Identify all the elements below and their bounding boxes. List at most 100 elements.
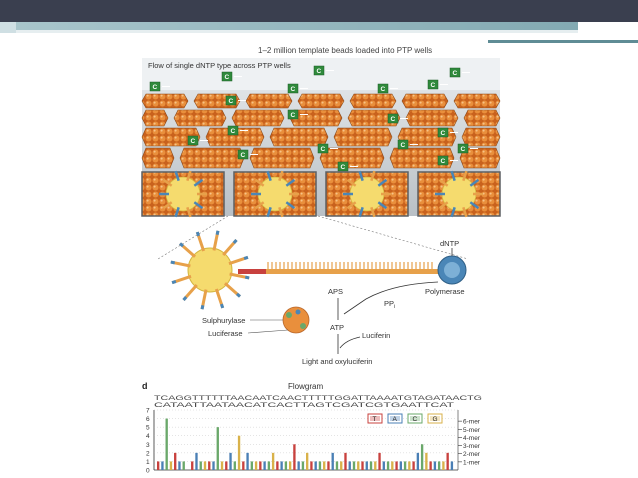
flowgram-bar xyxy=(420,444,424,470)
polymerase-label: Polymerase xyxy=(425,287,465,296)
ptp-well xyxy=(453,93,501,109)
cross-section-well xyxy=(233,170,317,218)
nucleotide-c: C xyxy=(387,113,408,124)
atp-label: ATP xyxy=(330,323,344,332)
flowgram-bar xyxy=(412,461,415,470)
nucleotide-c: C xyxy=(397,139,418,150)
flowgram-bar xyxy=(157,461,160,470)
flowgram-bar xyxy=(254,461,258,470)
panel-letter: d xyxy=(142,381,148,391)
flowgram-bar xyxy=(331,452,334,470)
dntp-label: dNTP xyxy=(440,239,459,248)
zoom-line-left xyxy=(157,215,229,260)
mer-label: 1-mer xyxy=(463,459,481,466)
enzyme-bead xyxy=(282,306,310,334)
ptp-well xyxy=(269,127,329,147)
flowgram-y-tick: 2 xyxy=(146,450,150,457)
svg-text:C: C xyxy=(431,82,436,89)
flowgram-bar xyxy=(208,461,211,470)
flowgram-bar xyxy=(242,461,245,470)
flowgram-bar xyxy=(374,461,377,470)
flowgram-y-tick: 6 xyxy=(146,416,150,423)
ptp-well xyxy=(141,93,189,109)
flow-label: Flow of single dNTP type across PTP well… xyxy=(148,61,291,70)
nucleotide-c: C xyxy=(225,95,246,106)
ptp-well xyxy=(463,109,501,127)
nucleotide-c: C xyxy=(237,149,258,160)
svg-text:C: C xyxy=(381,86,386,93)
ppi-path xyxy=(343,281,439,315)
flowgram-y-tick: 5 xyxy=(146,425,150,432)
legend-swatch xyxy=(387,413,403,424)
flowgram-bar xyxy=(259,461,262,470)
ptp-well xyxy=(231,109,285,127)
template-start xyxy=(238,269,266,274)
flowgram-bar xyxy=(378,452,381,470)
flowgram-bar xyxy=(293,444,296,470)
flowgram-bar xyxy=(250,461,253,470)
flowgram-bar xyxy=(369,461,373,470)
flowgram-bar xyxy=(391,461,394,470)
legend-label: G xyxy=(433,416,438,423)
ptp-well xyxy=(141,147,175,169)
flowgram-bar xyxy=(437,461,441,470)
flowgram-bar xyxy=(310,461,313,470)
flowgram-bar xyxy=(344,452,347,470)
svg-text:C: C xyxy=(225,74,230,81)
luciferin-label: Luciferin xyxy=(362,331,390,340)
flowgram-bar xyxy=(225,461,228,470)
flowgram-bar xyxy=(323,461,326,470)
nucleotide-c: C xyxy=(287,109,308,120)
svg-text:C: C xyxy=(461,146,466,153)
mer-label: 3-mer xyxy=(463,443,481,450)
flowgram-bar xyxy=(280,461,283,470)
svg-text:C: C xyxy=(441,130,446,137)
flowgram-bar xyxy=(318,461,322,470)
nucleotide-c: C xyxy=(287,83,308,94)
nucleotide-c: C xyxy=(187,135,208,146)
header-tab xyxy=(0,22,16,33)
ptp-well xyxy=(249,147,315,169)
flowgram-bar xyxy=(395,461,398,470)
svg-text:C: C xyxy=(391,116,396,123)
flowgram-bar xyxy=(348,461,351,470)
flow-channel xyxy=(142,58,500,94)
ptp-well xyxy=(173,109,227,127)
ptp-well xyxy=(459,147,501,169)
mer-label: 2-mer xyxy=(463,451,481,458)
sequence-line-1: TCAGGTTTTTTAACAATCAACTTTTTGGATTAAAATGTAG… xyxy=(154,395,482,402)
flowgram-bar xyxy=(191,461,194,470)
light-label: Light and oxyluciferin xyxy=(302,357,372,366)
ptp-well xyxy=(405,109,459,127)
zoom-line-right xyxy=(317,215,469,260)
nucleotide-c: C xyxy=(337,161,358,172)
flowgram-bar xyxy=(382,461,385,470)
polymerase-enzyme xyxy=(437,255,467,285)
sequence-line-2: CATAATTAATAACATCACTTAGTCGATCGTGAATTCAT xyxy=(154,402,454,409)
nucleotide-c: C xyxy=(227,125,248,136)
header-right-notch xyxy=(578,22,638,40)
ptp-well xyxy=(461,127,501,147)
flowgram-bar xyxy=(357,461,360,470)
template-dna-strand xyxy=(238,269,438,274)
mer-label: 4-mer xyxy=(463,435,481,442)
svg-text:C: C xyxy=(231,128,236,135)
mer-label: 6-mer xyxy=(463,419,481,426)
dna-bases xyxy=(267,262,433,269)
ptp-well xyxy=(141,109,169,127)
flowgram-bar xyxy=(165,418,168,470)
flowgram-bar xyxy=(267,461,271,470)
flowgram-bar xyxy=(399,461,402,470)
flowgram-y-tick: 7 xyxy=(146,408,150,415)
flowgram-bar xyxy=(340,461,343,470)
legend-swatch xyxy=(407,413,423,424)
flowgram-bar xyxy=(403,461,407,470)
luciferase-label: Luciferase xyxy=(208,329,243,338)
cross-section-well xyxy=(417,170,501,218)
flowgram-bar xyxy=(429,461,432,470)
svg-text:C: C xyxy=(291,112,296,119)
flowgram-bar xyxy=(276,461,279,470)
flowgram-y-tick: 4 xyxy=(146,433,150,440)
flowgram-bar xyxy=(174,452,177,470)
